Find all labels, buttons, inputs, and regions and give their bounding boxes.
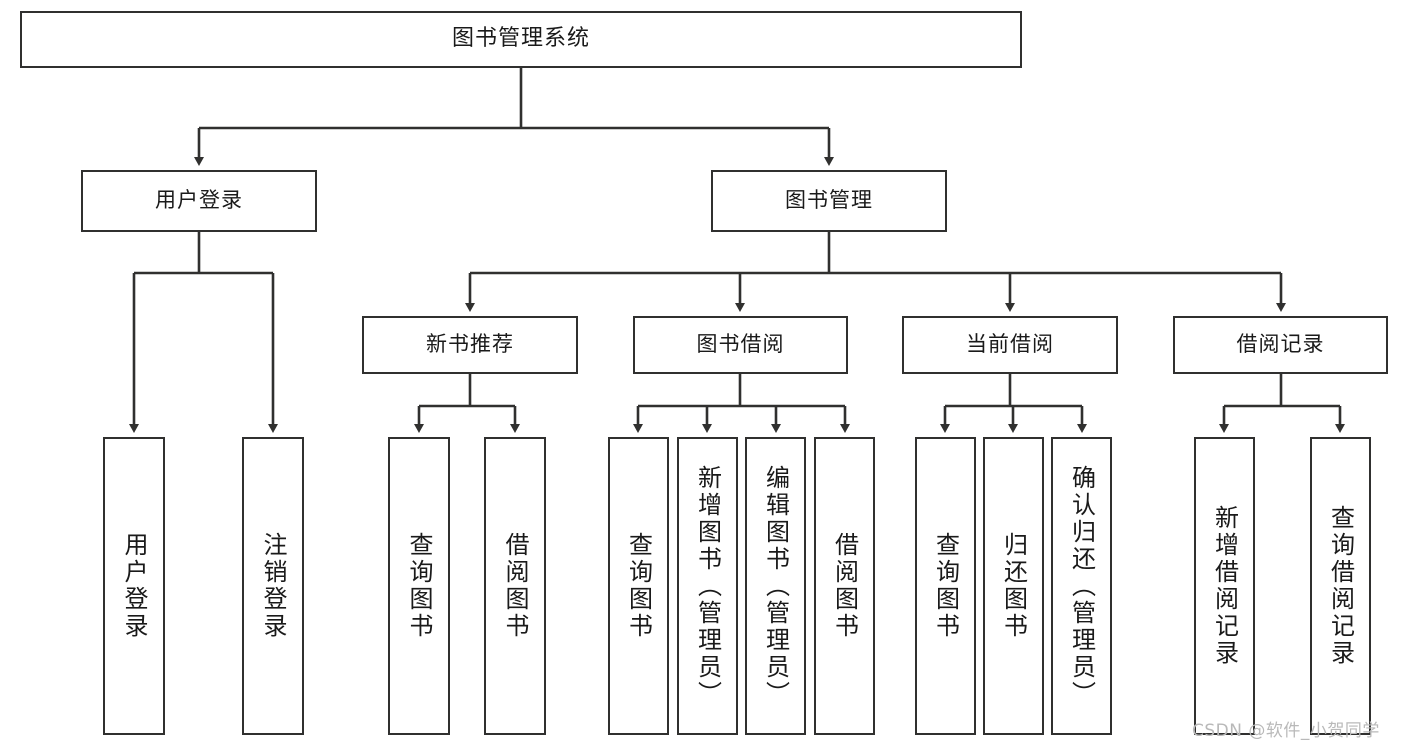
node-book-borrow[interactable]: 图书借阅 (633, 316, 848, 374)
node-leaf-return-book[interactable]: 归还图书 (983, 437, 1044, 735)
node-leaf-add-book-label: 新增图书（管理员） (693, 464, 722, 708)
node-leaf-query-book-borrow[interactable]: 查询图书 (608, 437, 669, 735)
node-leaf-borrow-book[interactable]: 借阅图书 (814, 437, 875, 735)
node-root[interactable]: 图书管理系统 (20, 11, 1022, 68)
node-leaf-add-book[interactable]: 新增图书（管理员） (677, 437, 738, 735)
node-leaf-borrow-book-rec-label: 借阅图书 (501, 532, 529, 640)
node-leaf-query-book-rec[interactable]: 查询图书 (388, 437, 450, 735)
node-current-borrow[interactable]: 当前借阅 (902, 316, 1118, 374)
node-book-manage[interactable]: 图书管理 (711, 170, 947, 232)
node-leaf-query-book-cur[interactable]: 查询图书 (915, 437, 976, 735)
node-leaf-edit-book-label: 编辑图书（管理员） (761, 464, 790, 708)
node-borrow-record-label: 借阅记录 (1236, 332, 1325, 357)
node-leaf-query-book-rec-label: 查询图书 (405, 532, 433, 640)
node-leaf-user-logout-label: 注销登录 (259, 532, 287, 640)
node-leaf-return-book-label: 归还图书 (999, 532, 1028, 640)
node-new-book-rec[interactable]: 新书推荐 (362, 316, 578, 374)
node-leaf-add-record[interactable]: 新增借阅记录 (1194, 437, 1255, 735)
node-leaf-add-record-label: 新增借阅记录 (1210, 505, 1239, 667)
node-root-label: 图书管理系统 (451, 26, 590, 52)
node-user-login[interactable]: 用户登录 (81, 170, 317, 232)
node-leaf-query-record-label: 查询借阅记录 (1326, 505, 1355, 667)
node-leaf-borrow-book-rec[interactable]: 借阅图书 (484, 437, 546, 735)
node-leaf-confirm-return-label: 确认归还（管理员） (1067, 464, 1096, 708)
node-leaf-query-book-cur-label: 查询图书 (931, 532, 960, 640)
node-leaf-query-record[interactable]: 查询借阅记录 (1310, 437, 1371, 735)
node-current-borrow-label: 当前借阅 (966, 332, 1054, 357)
node-leaf-user-login-label: 用户登录 (120, 532, 148, 640)
node-user-login-label: 用户登录 (155, 188, 243, 213)
node-leaf-borrow-book-label: 借阅图书 (830, 532, 859, 640)
node-leaf-query-book-borrow-label: 查询图书 (624, 532, 653, 640)
node-book-manage-label: 图书管理 (785, 188, 873, 213)
node-borrow-record[interactable]: 借阅记录 (1173, 316, 1388, 374)
node-leaf-user-login[interactable]: 用户登录 (103, 437, 165, 735)
node-leaf-confirm-return[interactable]: 确认归还（管理员） (1051, 437, 1112, 735)
node-leaf-edit-book[interactable]: 编辑图书（管理员） (745, 437, 806, 735)
node-leaf-user-logout[interactable]: 注销登录 (242, 437, 304, 735)
node-book-borrow-label: 图书借阅 (696, 332, 785, 357)
node-new-book-rec-label: 新书推荐 (426, 332, 514, 357)
watermark-text: CSDN @软件_小贺同学 (1192, 721, 1380, 741)
